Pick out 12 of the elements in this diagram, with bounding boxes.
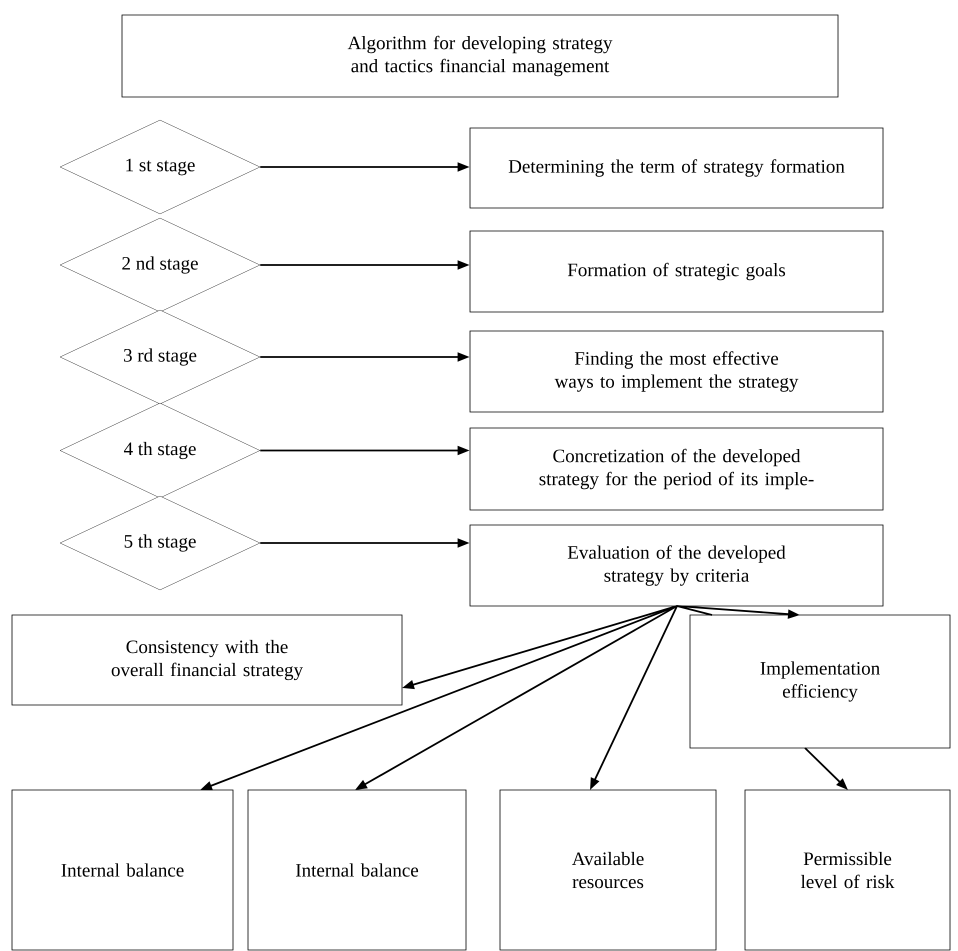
process-box: Finding the most effective ways to implement the strategy xyxy=(470,330,884,412)
process-box: Implementation efficiency xyxy=(690,614,950,748)
process-box: Consistency with the overall financial strategy xyxy=(12,614,402,706)
process-box: Internal balance xyxy=(12,790,234,950)
process-box: Formation of strategic goals xyxy=(470,230,884,312)
process-box: Concretization of the developed strategy for the period of its imple- xyxy=(470,428,884,510)
process-box: Algorithm for developing strategy and tactics financial management xyxy=(122,14,838,98)
process-box: Permissible level of risk xyxy=(744,790,950,950)
process-box: Evaluation of the developed strategy by criteria xyxy=(470,524,884,606)
process-box: Internal balance xyxy=(248,790,466,950)
process-box: Determining the term of strategy formation xyxy=(470,128,884,208)
process-box: Available resources xyxy=(500,790,716,950)
